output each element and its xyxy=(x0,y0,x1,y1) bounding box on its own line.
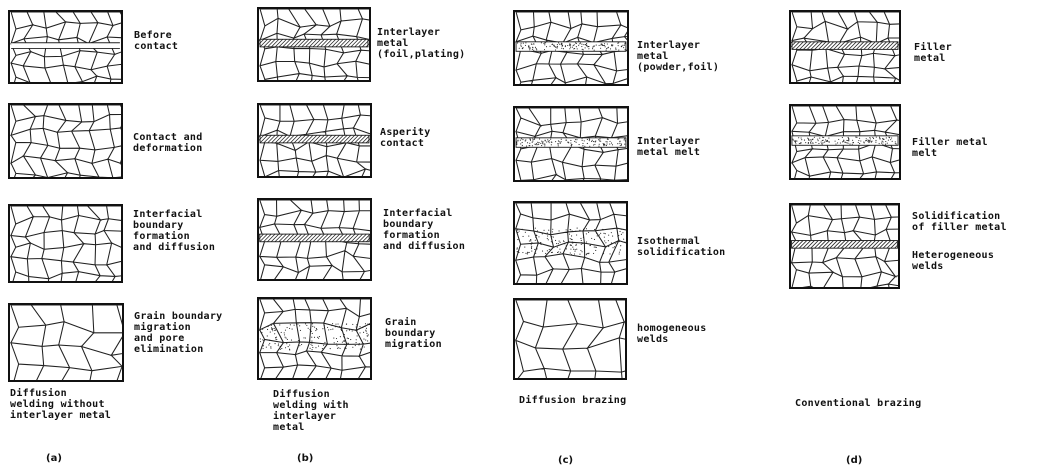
microstructure-c-1 xyxy=(515,12,627,84)
panel-a-3 xyxy=(8,204,123,283)
panel-d-2 xyxy=(789,104,901,180)
microstructure-d-3 xyxy=(791,205,898,287)
panel-d-3 xyxy=(789,203,900,289)
stage-label-c-3: Isothermal solidification xyxy=(637,236,726,258)
stage-label-d-3: Solidification of filler metal xyxy=(912,211,1007,233)
panel-a-2 xyxy=(8,103,123,179)
panel-d-1 xyxy=(789,10,901,84)
microstructure-a-4 xyxy=(10,305,122,380)
panel-b-2 xyxy=(257,103,372,178)
column-id-d: (d) xyxy=(846,455,862,466)
caption-d: Conventional brazing xyxy=(795,398,921,409)
microstructure-d-1 xyxy=(791,12,899,82)
column-id-b: (b) xyxy=(297,453,313,464)
column-id-c: (c) xyxy=(558,455,573,466)
microstructure-b-1 xyxy=(259,9,369,80)
caption-c: Diffusion brazing xyxy=(519,395,626,406)
caption-a: Diffusion welding without interlayer met… xyxy=(10,388,111,421)
stage-label-a-3: Interfacial boundary formation and diffu… xyxy=(133,209,215,253)
stage-label-d-1: Filler metal xyxy=(914,42,952,64)
panel-c-1 xyxy=(513,10,629,86)
microstructure-b-3 xyxy=(259,200,370,279)
column-id-a: (a) xyxy=(46,453,62,464)
panel-b-4 xyxy=(257,297,372,380)
stage-label-a-1: Before contact xyxy=(134,30,178,52)
stage-label-b-3: Interfacial boundary formation and diffu… xyxy=(383,208,465,252)
panel-c-2 xyxy=(513,106,629,182)
panel-c-3 xyxy=(513,201,628,285)
stage-label-a-2: Contact and deformation xyxy=(133,132,203,154)
stage-label-d-2: Filler metal melt xyxy=(912,137,988,159)
panel-b-1 xyxy=(257,7,371,82)
stage-label-c-1: Interlayer metal (powder,foil) xyxy=(637,40,719,73)
stage-label-b-1: Interlayer metal (foil,plating) xyxy=(377,27,466,60)
panel-b-3 xyxy=(257,198,372,281)
stage-label-b-2: Asperity contact xyxy=(380,127,431,149)
stage-label-a-4: Grain boundary migration and pore elimin… xyxy=(134,311,223,355)
stage-label-c-2: Interlayer metal melt xyxy=(637,136,700,158)
microstructure-d-2 xyxy=(791,106,899,178)
microstructure-c-3 xyxy=(515,203,626,283)
caption-b: Diffusion welding with interlayer metal xyxy=(273,389,349,433)
stage-label-b-4: Grain boundary migration xyxy=(385,317,442,350)
panel-c-4 xyxy=(513,298,627,380)
microstructure-c-4 xyxy=(515,300,625,378)
microstructure-c-2 xyxy=(515,108,627,180)
panel-a-4 xyxy=(8,303,124,382)
stage-label-c-4: homogeneous welds xyxy=(637,323,707,345)
microstructure-a-1 xyxy=(10,12,121,82)
panel-a-1 xyxy=(8,10,123,84)
microstructure-a-2 xyxy=(10,105,121,177)
microstructure-b-2 xyxy=(259,105,370,176)
microstructure-a-3 xyxy=(10,206,121,281)
microstructure-b-4 xyxy=(259,299,370,378)
stage-label-d-4: Heterogeneous welds xyxy=(912,250,994,272)
